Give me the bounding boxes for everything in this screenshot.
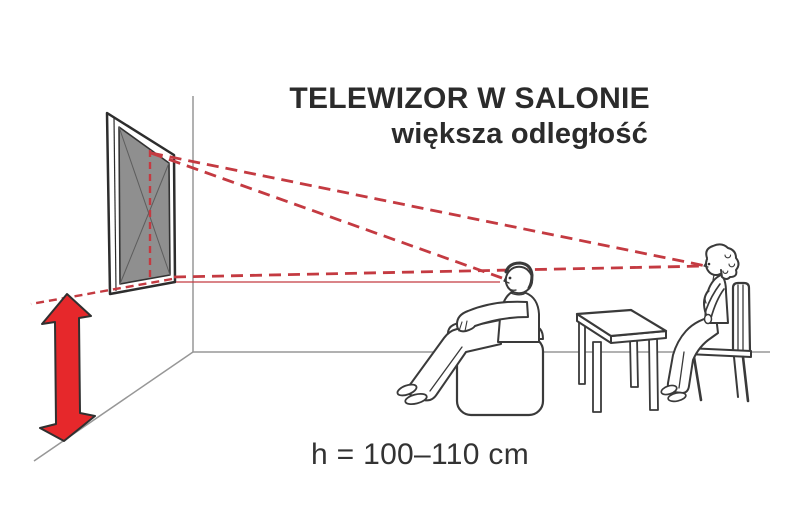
tv-height-label: h = 100–110 cm	[311, 438, 529, 471]
man-leg-crease	[429, 346, 463, 392]
tv-screen-diagonal-2	[119, 162, 170, 285]
diagram-subtitle: większa odległość	[391, 118, 648, 150]
woman-foot-lower	[667, 391, 687, 403]
table-leg-back-left	[578, 319, 586, 385]
woman-nose	[703, 260, 709, 268]
woman-shin-line	[678, 351, 685, 389]
sight-lines-to-viewers	[30, 150, 707, 306]
woman-eye	[707, 262, 711, 266]
dining-chair	[686, 281, 752, 403]
man-collar	[510, 292, 525, 296]
woman-hair-curls	[722, 254, 736, 274]
tv-frame-depth-edge	[113, 116, 117, 292]
man-nose-mouth	[503, 274, 517, 291]
height-arrow-shape	[39, 293, 96, 442]
man-fingers	[458, 320, 468, 332]
chair-back	[731, 281, 752, 355]
floor-line-left	[33, 351, 194, 462]
sight-line-bottom-to-woman	[173, 264, 707, 279]
chair-back-slats	[737, 284, 744, 353]
tv-bottom-dashed-line-left	[30, 277, 173, 306]
woman-hand	[703, 313, 713, 325]
man-eye	[508, 276, 512, 280]
table-leg-front-right	[648, 335, 659, 411]
man-foot-upper	[396, 383, 418, 397]
man-foot-lower	[404, 392, 428, 406]
tv-on-wall	[105, 111, 177, 296]
woman-bust-line	[704, 290, 710, 304]
woman-neck-line	[712, 274, 715, 281]
sight-line-top-to-woman	[150, 151, 707, 268]
woman-foot-upper	[660, 384, 678, 396]
woman-hair	[705, 243, 740, 280]
chair-leg-front	[692, 355, 703, 402]
chair-leg-mid	[733, 356, 739, 398]
man-arm	[456, 300, 529, 333]
table-leg-back-right	[629, 337, 639, 388]
viewer-man-on-armchair	[396, 261, 540, 406]
height-arrow-icon	[39, 293, 96, 442]
tv-screen-diagonal-1	[118, 126, 171, 276]
chair-leg-back	[741, 355, 750, 403]
diagram-title: TELEWIZOR W SALONIE	[289, 82, 650, 115]
dining-table	[575, 308, 668, 413]
viewer-woman-on-dining-chair	[660, 243, 740, 403]
table-leg-front-left	[592, 341, 602, 413]
sight-line-top-to-man	[150, 151, 503, 280]
table-top	[575, 308, 668, 338]
man-hair	[504, 261, 534, 290]
